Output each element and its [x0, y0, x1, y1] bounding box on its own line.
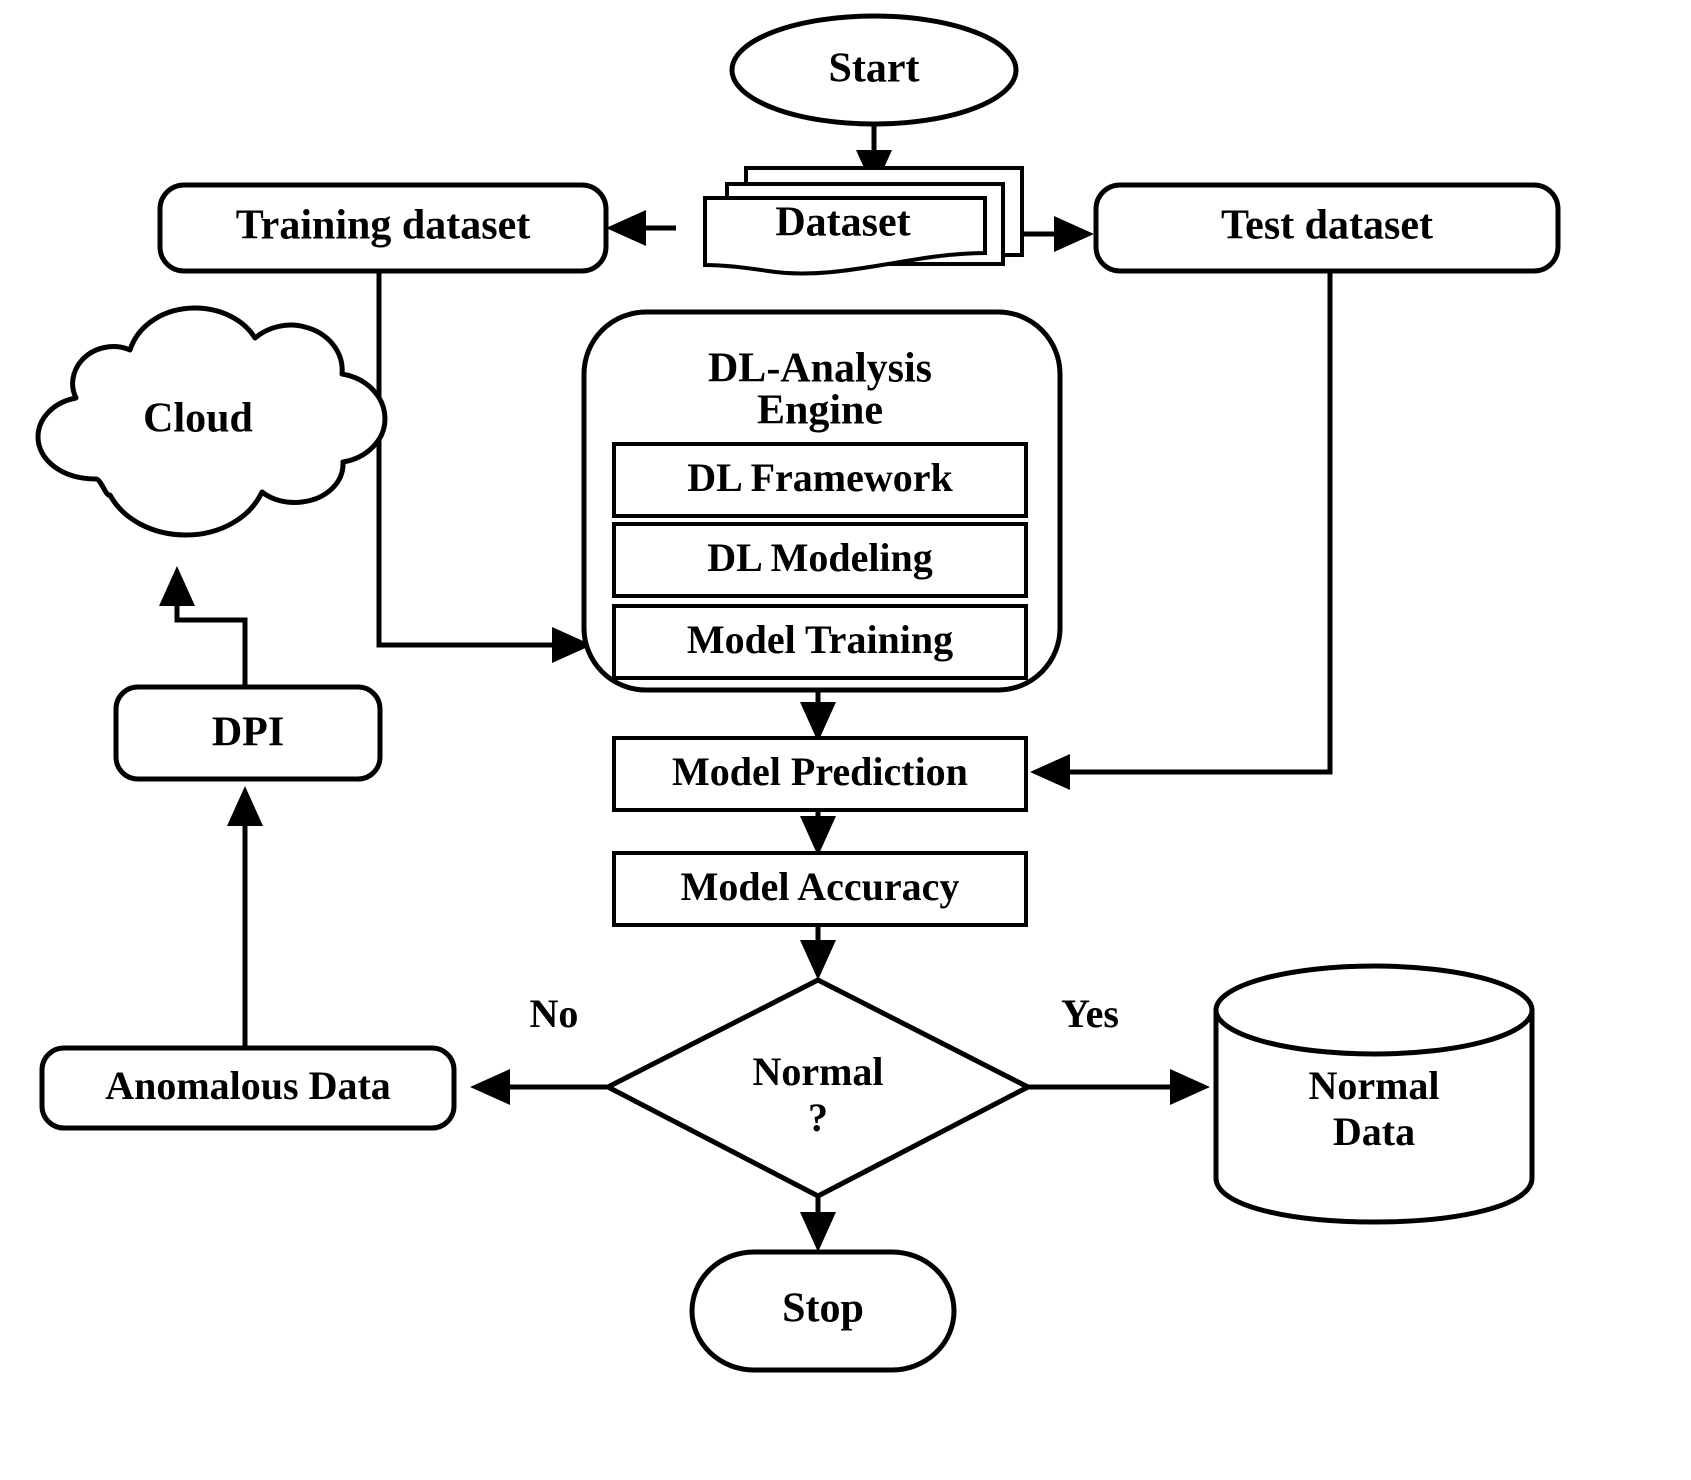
- node-anomalous-data-label: Anomalous Data: [105, 1063, 391, 1108]
- node-normal-data-label-line2: Data: [1333, 1109, 1415, 1154]
- node-model-training[interactable]: Model Training: [612, 604, 1028, 680]
- edge-decision-to-stop: [800, 1196, 836, 1252]
- node-dataset-label: Dataset: [775, 200, 910, 246]
- node-start-label: Start: [829, 46, 920, 92]
- edge-decision-to-anomalous: [470, 1069, 608, 1105]
- node-model-prediction[interactable]: Model Prediction: [612, 736, 1028, 812]
- edge-training-to-model-training: [376, 271, 592, 663]
- node-dl-framework-label: DL Framework: [687, 455, 953, 500]
- edge-accuracy-to-decision: [800, 925, 836, 980]
- node-start[interactable]: Start: [729, 13, 1019, 127]
- edge-label-no: No: [530, 991, 579, 1036]
- node-stop-label: Stop: [782, 1286, 864, 1332]
- edge-engine-to-model-prediction: [800, 690, 836, 742]
- edge-prediction-to-accuracy: [800, 805, 836, 856]
- node-dpi[interactable]: DPI: [113, 684, 383, 782]
- node-decision-label-line2: ?: [808, 1095, 828, 1140]
- node-anomalous-data[interactable]: Anomalous Data: [39, 1045, 457, 1131]
- node-training-dataset[interactable]: Training dataset: [157, 182, 609, 274]
- node-model-prediction-label: Model Prediction: [672, 749, 968, 794]
- node-cloud-label: Cloud: [143, 396, 253, 442]
- node-normal-data-label-line1: Normal: [1308, 1063, 1439, 1108]
- edge-decision-to-normal-data: [1028, 1069, 1210, 1105]
- node-normal-data[interactable]: Normal Data: [1213, 963, 1535, 1225]
- node-dl-modeling[interactable]: DL Modeling: [612, 522, 1028, 598]
- node-model-accuracy-label: Model Accuracy: [681, 864, 960, 909]
- edge-dpi-to-cloud: [159, 566, 248, 687]
- node-test-dataset[interactable]: Test dataset: [1093, 182, 1561, 274]
- node-training-dataset-label: Training dataset: [236, 203, 530, 249]
- edge-test-to-model-prediction: [1030, 271, 1333, 790]
- node-dl-modeling-label: DL Modeling: [707, 535, 933, 580]
- node-cloud[interactable]: Cloud: [35, 305, 388, 538]
- node-stop[interactable]: Stop: [689, 1249, 957, 1373]
- edge-anomalous-to-dpi: [227, 786, 263, 1051]
- node-decision-normal[interactable]: Normal ?: [605, 977, 1031, 1199]
- node-decision-label-line1: Normal: [752, 1049, 883, 1094]
- node-dl-framework[interactable]: DL Framework: [612, 442, 1028, 518]
- node-dataset[interactable]: Dataset: [703, 166, 1024, 276]
- edge-dataset-to-training: [606, 210, 676, 246]
- node-test-dataset-label: Test dataset: [1221, 203, 1433, 249]
- node-model-training-label: Model Training: [687, 617, 953, 662]
- node-engine-label-line2: Engine: [757, 388, 883, 434]
- edge-label-yes: Yes: [1061, 991, 1119, 1036]
- node-model-accuracy[interactable]: Model Accuracy: [612, 851, 1028, 927]
- node-engine-label-line1: DL-Analysis: [708, 346, 932, 392]
- node-dpi-label: DPI: [212, 710, 284, 756]
